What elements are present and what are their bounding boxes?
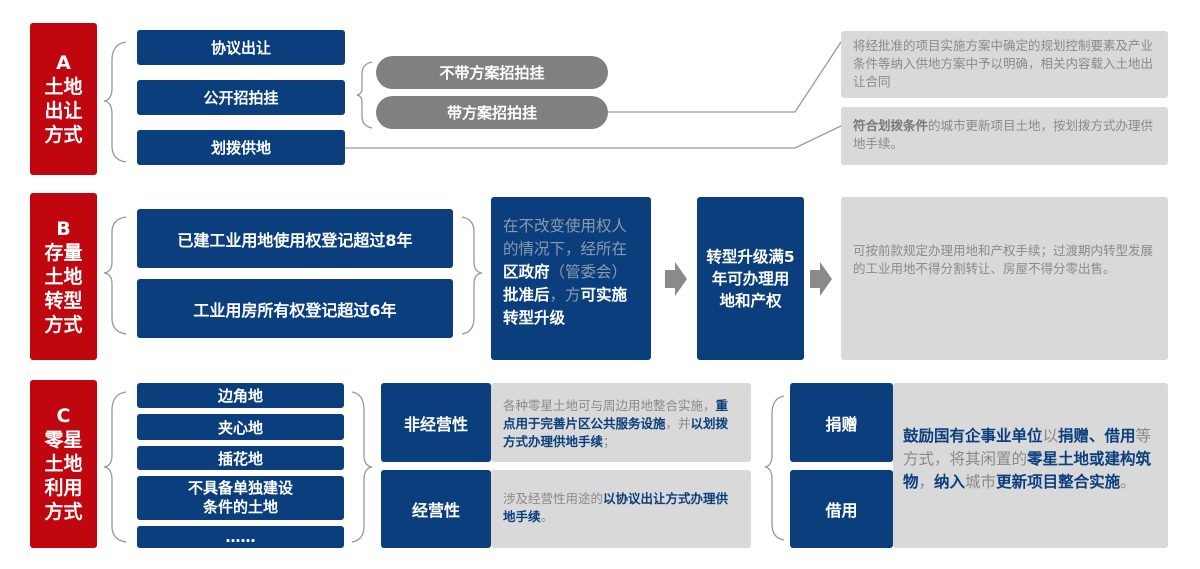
type-unbuildable-land: 不具备单独建设 条件的土地	[137, 476, 344, 520]
emphasis-text: 批准后	[503, 286, 550, 304]
brace-b-left	[103, 216, 127, 335]
type-sandwich-land: 夹心地	[137, 414, 344, 440]
body-text: 的城市更新项目土地，按划拨方式办理供地手续。	[853, 118, 1154, 151]
arrow-right-icon	[810, 270, 820, 288]
body-text: 各种零星土地可与周边用地整合实施，	[503, 398, 716, 413]
body-text: （管委会）	[549, 263, 628, 281]
body-text: 等方式，将其闲置的	[903, 427, 1152, 468]
sub-method-no-plan: 不带方案招拍挂	[376, 56, 608, 89]
commercial-label: 经营性	[381, 470, 491, 548]
sub-method-with-plan: 带方案招拍挂	[376, 96, 608, 129]
non-commercial-desc: 各种零星土地可与周边用地整合实施，重点用于完善片区公共服务设施，并以划拨方式办理…	[491, 383, 751, 462]
condition-building-6-years: 工业用房所有权登记超过6年	[137, 279, 453, 338]
method-agreement-transfer: 协议出让	[137, 30, 345, 65]
arrow-right-icon	[675, 262, 687, 296]
commercial-desc: 涉及经营性用途的以协议出让方式办理供地手续。	[491, 470, 751, 548]
note-transition: 可按前款规定办理用地和产权手续；过渡期内转型发展的工业用地不得分割转让、房屋不得…	[841, 197, 1168, 360]
emphasis-text: 重点用于完善片区公共服务设施	[503, 398, 729, 431]
type-more: ……	[137, 526, 344, 548]
note-plan-auction: 将经批准的项目实施方案中确定的规划控制要素及产业条件等纳入供地方案中予以明确，相…	[841, 31, 1168, 98]
arrow-right-icon	[665, 270, 675, 288]
approval-box: 在不改变使用权人的情况下，经所在区政府（管委会） 批准后，方可实施转型升级	[491, 197, 651, 360]
brace-c-left	[103, 391, 127, 543]
emphasis-text: 以划拨方式办理供地手续	[503, 416, 729, 449]
method-public-auction: 公开招拍挂	[137, 80, 345, 115]
emphasis-text: 鼓励国有企事业单位	[903, 427, 1043, 445]
lend-label: 借用	[790, 470, 893, 548]
emphasis-text: 可实施转型升级	[503, 286, 628, 327]
body-text: 涉及经营性用途的	[503, 491, 604, 506]
emphasis-text: 零星土地或建构筑物	[903, 450, 1152, 491]
body-text: 在不改变使用权人的情况下，经所在	[503, 217, 628, 258]
emphasis-text: 符合划拨条件	[853, 118, 929, 133]
method-allocation: 划拨供地	[137, 130, 345, 165]
arrow-right-icon	[820, 262, 832, 296]
body-text: 可按前款规定办理用地和产权手续；过渡期内转型发展的工业用地不得分割转让、房屋不得…	[853, 243, 1154, 276]
body-text: 以	[1042, 427, 1059, 445]
body-text: ；	[603, 434, 616, 449]
brace-a-sub	[356, 61, 373, 129]
body-text: ，	[918, 473, 935, 491]
note-allocation: 符合划拨条件的城市更新项目土地，按划拨方式办理供地手续。	[841, 107, 1168, 165]
body-text: ，方	[549, 286, 581, 304]
reuse-policy: 鼓励国有企事业单位以捐赠、借用等方式，将其闲置的零星土地或建构筑物，纳入城市更新…	[893, 383, 1168, 548]
connector-line	[608, 41, 842, 113]
upgrade-result: 转型升级满5年可办理用地和产权	[697, 197, 804, 360]
body-text: 城市	[965, 473, 997, 491]
body-text: ，并	[665, 416, 691, 431]
type-enclave-land: 插花地	[137, 446, 344, 470]
brace-c-reuse	[764, 395, 785, 541]
brace-b-right	[461, 216, 483, 335]
section-a-label: A 土地 出让 方式	[30, 23, 97, 175]
body-text: 。	[540, 509, 554, 524]
emphasis-text: 区政府	[503, 263, 550, 281]
emphasis-text: 纳入	[934, 473, 966, 491]
brace-c-right	[351, 391, 373, 543]
section-b-label: B 存量 土地 转型 方式	[30, 193, 97, 360]
body-text: 将经批准的项目实施方案中确定的规划控制要素及产业条件等纳入供地方案中予以明确，相…	[853, 38, 1154, 89]
non-commercial-label: 非经营性	[381, 383, 491, 462]
brace-a-left	[103, 41, 127, 163]
emphasis-text: 以协议出让方式办理供地手续	[503, 491, 729, 524]
type-corner-land: 边角地	[137, 383, 344, 408]
condition-land-8-years: 已建工业用地使用权登记超过8年	[137, 209, 453, 268]
donate-label: 捐赠	[790, 383, 893, 462]
body-text: 。	[1120, 473, 1136, 491]
emphasis-text: 更新项目整合实施	[996, 473, 1121, 491]
emphasis-text: 捐赠、借用	[1058, 427, 1136, 445]
section-c-label: C 零星 土地 利用 方式	[30, 380, 97, 548]
connector-line	[345, 125, 842, 149]
